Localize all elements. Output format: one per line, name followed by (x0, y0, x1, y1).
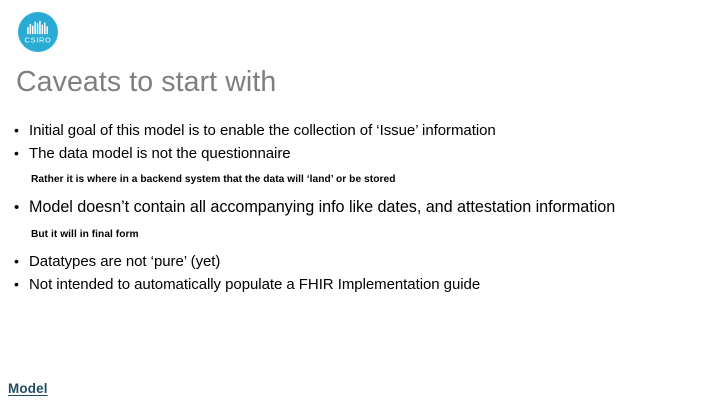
sub-note: But it will in final form (31, 229, 139, 241)
bullet-item: • Not intended to automatically populate… (14, 274, 714, 297)
svg-text:CSIRO: CSIRO (25, 35, 52, 44)
bullet-item: • The data model is not the questionnair… (14, 143, 714, 166)
bullet-marker-icon: • (14, 198, 20, 216)
spacer (14, 165, 714, 173)
spacer (14, 243, 714, 251)
footer-link-model[interactable]: Model (8, 381, 48, 396)
spacer (14, 188, 714, 195)
bullet-marker-icon: • (14, 253, 19, 270)
sub-note: Rather it is where in a backend system t… (31, 174, 396, 185)
bullet-text: Model doesn’t contain all accompanying i… (29, 197, 616, 216)
bullet-item: • Initial goal of this model is to enabl… (14, 120, 714, 143)
bullet-marker-icon: • (14, 144, 19, 161)
bullet-marker-icon: • (14, 275, 19, 292)
spacer (14, 219, 714, 228)
bullet-item: • Model doesn’t contain all accompanying… (14, 195, 714, 220)
bullet-text: Not intended to automatically populate a… (29, 275, 481, 293)
bullet-text: Datatypes are not ‘pure’ (yet) (29, 253, 221, 271)
csiro-logo: CSIRO (18, 12, 58, 52)
bullet-text: Initial goal of this model is to enable … (29, 122, 496, 139)
bullet-text: The data model is not the questionnaire (29, 144, 291, 162)
slide-title: Caveats to start with (16, 66, 277, 98)
slide-body: • Initial goal of this model is to enabl… (14, 120, 714, 296)
bullet-item: • Datatypes are not ‘pure’ (yet) (14, 251, 714, 274)
bullet-marker-icon: • (14, 122, 19, 138)
csiro-logo-icon: CSIRO (18, 12, 58, 52)
